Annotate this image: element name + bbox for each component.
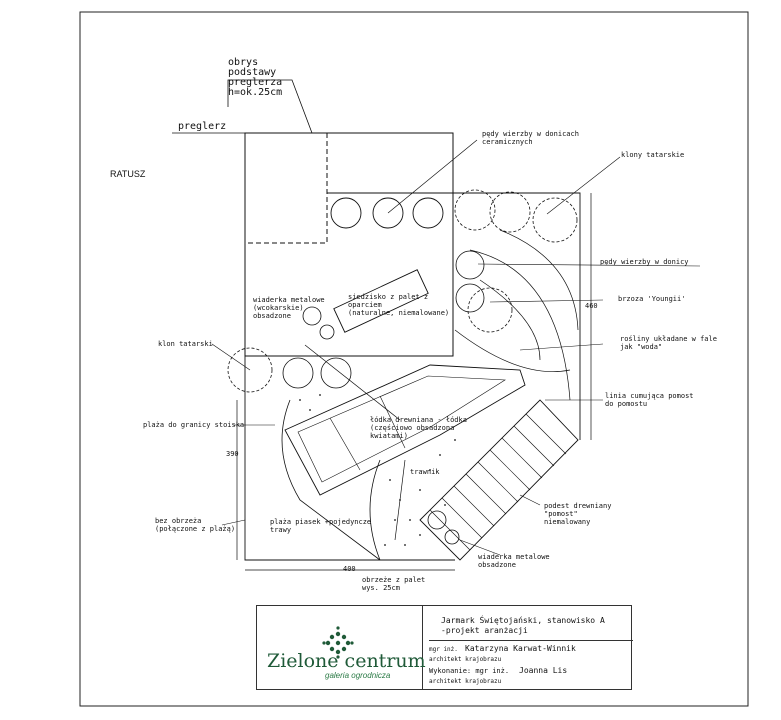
label-rosliny-fale: rośliny układane w fale jak "woda" [620,335,717,351]
label-preglerz: preglerz [178,121,227,132]
label-lodka: łódka drewniana - łódka (częściowo obsad… [370,416,467,440]
title-divider [422,606,423,689]
willow-pot [320,357,352,389]
preglerz-square [244,132,454,357]
label-trawnik: trawnik [410,468,440,476]
drawing-frame [79,11,749,707]
metal-bucket [444,529,460,545]
lawn-curve [369,459,381,561]
label-obrys: obrys podstawy preglerza h=ok.25cm [228,57,283,98]
metal-bucket [427,510,447,530]
title-rule [429,640,633,641]
label-brzoza: brzoza 'Youngii' [618,295,686,303]
label-klony-tatarskie: klony tatarskie [621,151,685,159]
wave-arc [454,329,571,373]
logo-sub: galeria ogrodnicza [325,671,391,680]
label-siedzisko: siedzisko z palet z oparciem (naturalne,… [348,293,450,317]
title-block: Zielone centrum galeria ogrodnicza Jarma… [256,605,633,690]
boat-inner [297,375,506,483]
metal-bucket [319,324,335,340]
label-plaza-piasek: plaża piasek +pojedyncze trawy [270,518,372,534]
plant-zone-border [453,192,581,440]
label-plaza-granicy: plaża do granicy stoiska [143,421,245,429]
exec-role: architekt krajobrazu [429,678,502,685]
willow-pot [412,197,444,229]
project-title: Jarmark Świętojański, stanowisko A -proj… [441,616,605,635]
leader [387,139,478,214]
willow-pot [282,357,314,389]
beach-curve [281,399,381,561]
wave-arc [469,249,571,401]
wooden-pier [419,399,579,561]
label-pedy-wierzby-donicy: pędy wierzby w donicy [600,258,689,266]
dim-390: 390 [226,450,239,458]
label-klon-tatarski: klon tatarski [158,340,213,348]
label-podest: podest drewniany "pomost" niemalowany [544,502,612,526]
metal-bucket [302,306,322,326]
author-prefix: mgr inż. [429,646,458,653]
label-obrzeze: obrzeże z palet wys. 25cm [362,576,426,592]
label-wiaderka-bottom: wiaderka metalowe obsadzone [478,553,550,569]
wave-arc [499,229,579,331]
label-wiaderka-top: wiaderka metalowe (wcokarskie) obsadzone [253,296,325,320]
obrys-leader [227,79,313,134]
lawn-hatch [299,394,456,546]
willow-pot [330,197,362,229]
label-pedy-wierzby-donicach: pędy wierzby w donicach ceramicznych [482,130,579,146]
willow-pot [372,197,404,229]
logo-main: Zielone centrum [267,650,426,672]
dim-460: 460 [585,302,598,310]
base-outline-dashed [245,133,328,244]
exec-name: Joanna Lis [519,666,568,675]
beach-border [244,356,455,561]
label-ratusz: RATUSZ [110,169,146,179]
exec-prefix: Wykonanie: mgr inż. [429,667,510,675]
willow-pot [455,283,485,313]
willow-pot [455,250,485,280]
author-name: Katarzyna Karwat-Winnik [465,644,576,653]
maple-canopies [227,189,578,393]
label-linia-pomost: linia cumująca pomost do pomostu [605,392,694,408]
boat [284,364,526,496]
pallet-bench [333,269,429,333]
author-role: architekt krajobrazu [429,656,502,663]
label-bez-obrzeza: bez obrzeża (połączone z plażą) [155,517,236,533]
logo-emblem-icon [322,626,354,659]
dim-400: 400 [343,565,356,573]
leader [304,344,401,421]
